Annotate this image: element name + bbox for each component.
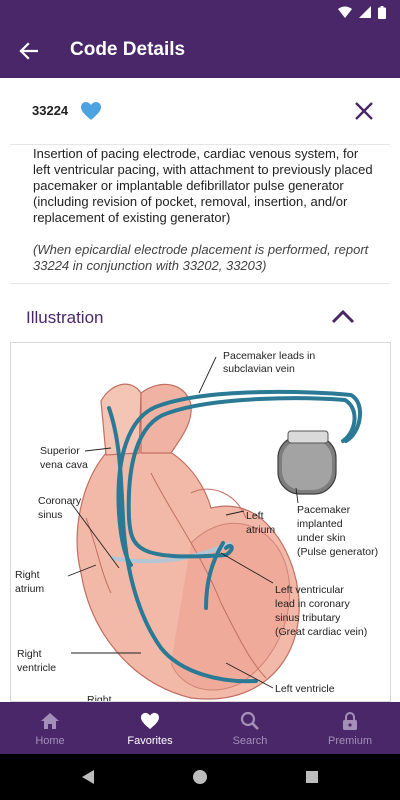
label-svc-1: Superior — [40, 445, 80, 457]
status-bar — [0, 0, 400, 24]
battery-icon — [378, 5, 386, 19]
svg-text:atrium: atrium — [246, 524, 275, 536]
page-title: Code Details — [70, 39, 186, 60]
divider — [10, 283, 390, 284]
wifi-icon — [338, 6, 352, 18]
svg-text:Right: Right — [17, 648, 42, 660]
bottom-navigation: Home Favorites Search Premium — [0, 702, 400, 754]
label-coronary-sinus-1: Coronary — [38, 495, 82, 507]
system-navigation-bar — [0, 754, 400, 800]
code-description: Insertion of pacing electrode, cardiac v… — [33, 146, 373, 225]
svg-text:atrium: atrium — [15, 583, 44, 595]
heart-diagram: Pacemaker leads in subclavian vein Super… — [15, 350, 378, 702]
label-right-atrium-2: atrium — [15, 583, 44, 595]
svg-text:sinus: sinus — [38, 509, 63, 521]
label-left-ventricle: Left ventricle — [275, 683, 335, 695]
nav-search-label: Search — [232, 735, 268, 747]
label-lv-lead-2: lead in coronary — [275, 598, 350, 610]
label-left-atrium-1: Left — [246, 510, 264, 522]
nav-favorites[interactable]: Favorites — [100, 702, 200, 754]
label-right-ventricle-2: ventricle — [17, 662, 56, 674]
label-pacemaker-3: under skin — [297, 532, 346, 544]
label-partial: Right — [87, 694, 112, 702]
label-pacemaker-2: implanted — [297, 518, 343, 530]
label-leader-lines — [67, 356, 299, 689]
label-pacemaker-1: Pacemaker — [297, 504, 351, 516]
svg-text:vena cava: vena cava — [40, 459, 88, 471]
pacemaker-device — [277, 430, 337, 495]
svg-text:ventricle: ventricle — [17, 662, 56, 674]
home-icon — [39, 711, 61, 731]
svg-text:subclavian vein: subclavian vein — [223, 363, 295, 375]
back-triangle-icon[interactable] — [78, 767, 98, 787]
nav-premium[interactable]: Premium — [300, 702, 400, 754]
label-pacemaker-leads-2: subclavian vein — [223, 363, 295, 375]
pacemaker-leads — [107, 389, 363, 684]
svg-text:Right: Right — [15, 569, 40, 581]
arrow-left-icon — [19, 42, 38, 60]
code-number: 33224 — [32, 103, 69, 118]
svg-text:under skin: under skin — [297, 532, 346, 544]
svg-text:Pacemaker: Pacemaker — [297, 504, 351, 516]
label-lv-lead-4: (Great cardiac vein) — [275, 626, 367, 638]
svg-text:Left ventricular: Left ventricular — [275, 584, 344, 596]
code-header: 33224 — [0, 78, 400, 144]
svg-text:Left ventricle: Left ventricle — [275, 683, 335, 695]
svg-text:(Great cardiac vein): (Great cardiac vein) — [275, 626, 367, 638]
label-pacemaker-leads-1: Pacemaker leads in — [223, 350, 315, 362]
svg-text:Pacemaker leads in: Pacemaker leads in — [223, 350, 315, 362]
recents-square-icon[interactable] — [302, 767, 322, 787]
back-button[interactable] — [8, 29, 48, 73]
diagram-labels: Pacemaker leads in subclavian vein Super… — [15, 350, 378, 702]
illustration-section-toggle[interactable]: Illustration — [0, 295, 400, 339]
nav-premium-label: Premium — [327, 735, 372, 747]
close-button[interactable] — [350, 97, 378, 125]
status-icons — [338, 5, 386, 19]
divider — [10, 144, 390, 145]
svg-text:(Pulse generator): (Pulse generator) — [297, 546, 378, 558]
illustration-heading: Illustration — [26, 308, 104, 327]
label-pacemaker-4: (Pulse generator) — [297, 546, 378, 558]
nav-home-label: Home — [35, 735, 65, 747]
svg-text:Left: Left — [246, 510, 264, 522]
svg-text:lead in coronary: lead in coronary — [275, 598, 350, 610]
label-right-atrium-1: Right — [15, 569, 40, 581]
svg-text:Superior: Superior — [40, 445, 80, 457]
search-icon — [239, 711, 261, 731]
lock-icon — [339, 711, 361, 731]
svg-text:Right: Right — [87, 694, 112, 702]
label-coronary-sinus-2: sinus — [38, 509, 63, 521]
label-lv-lead-3: sinus tributary — [275, 612, 341, 624]
nav-home[interactable]: Home — [0, 702, 100, 754]
svg-text:sinus tributary: sinus tributary — [275, 612, 341, 624]
code-note: (When epicardial electrode placement is … — [33, 242, 369, 273]
favorite-heart-icon[interactable] — [80, 101, 102, 121]
svg-text:Coronary: Coronary — [38, 495, 82, 507]
app-bar: Code Details — [0, 24, 400, 78]
label-svc-2: vena cava — [40, 459, 88, 471]
heart-illustration: Pacemaker leads in subclavian vein Super… — [10, 342, 391, 702]
home-circle-icon[interactable] — [190, 767, 210, 787]
heart-drawing — [76, 383, 300, 700]
chevron-up-icon — [331, 309, 355, 324]
label-left-atrium-2: atrium — [246, 524, 275, 536]
label-right-ventricle-1: Right — [17, 648, 42, 660]
heart-icon — [139, 711, 161, 731]
nav-search[interactable]: Search — [200, 702, 300, 754]
label-lv-lead-1: Left ventricular — [275, 584, 344, 596]
svg-text:implanted: implanted — [297, 518, 343, 530]
nav-favorites-label: Favorites — [127, 735, 173, 747]
close-icon — [355, 102, 373, 120]
signal-icon — [359, 6, 371, 18]
